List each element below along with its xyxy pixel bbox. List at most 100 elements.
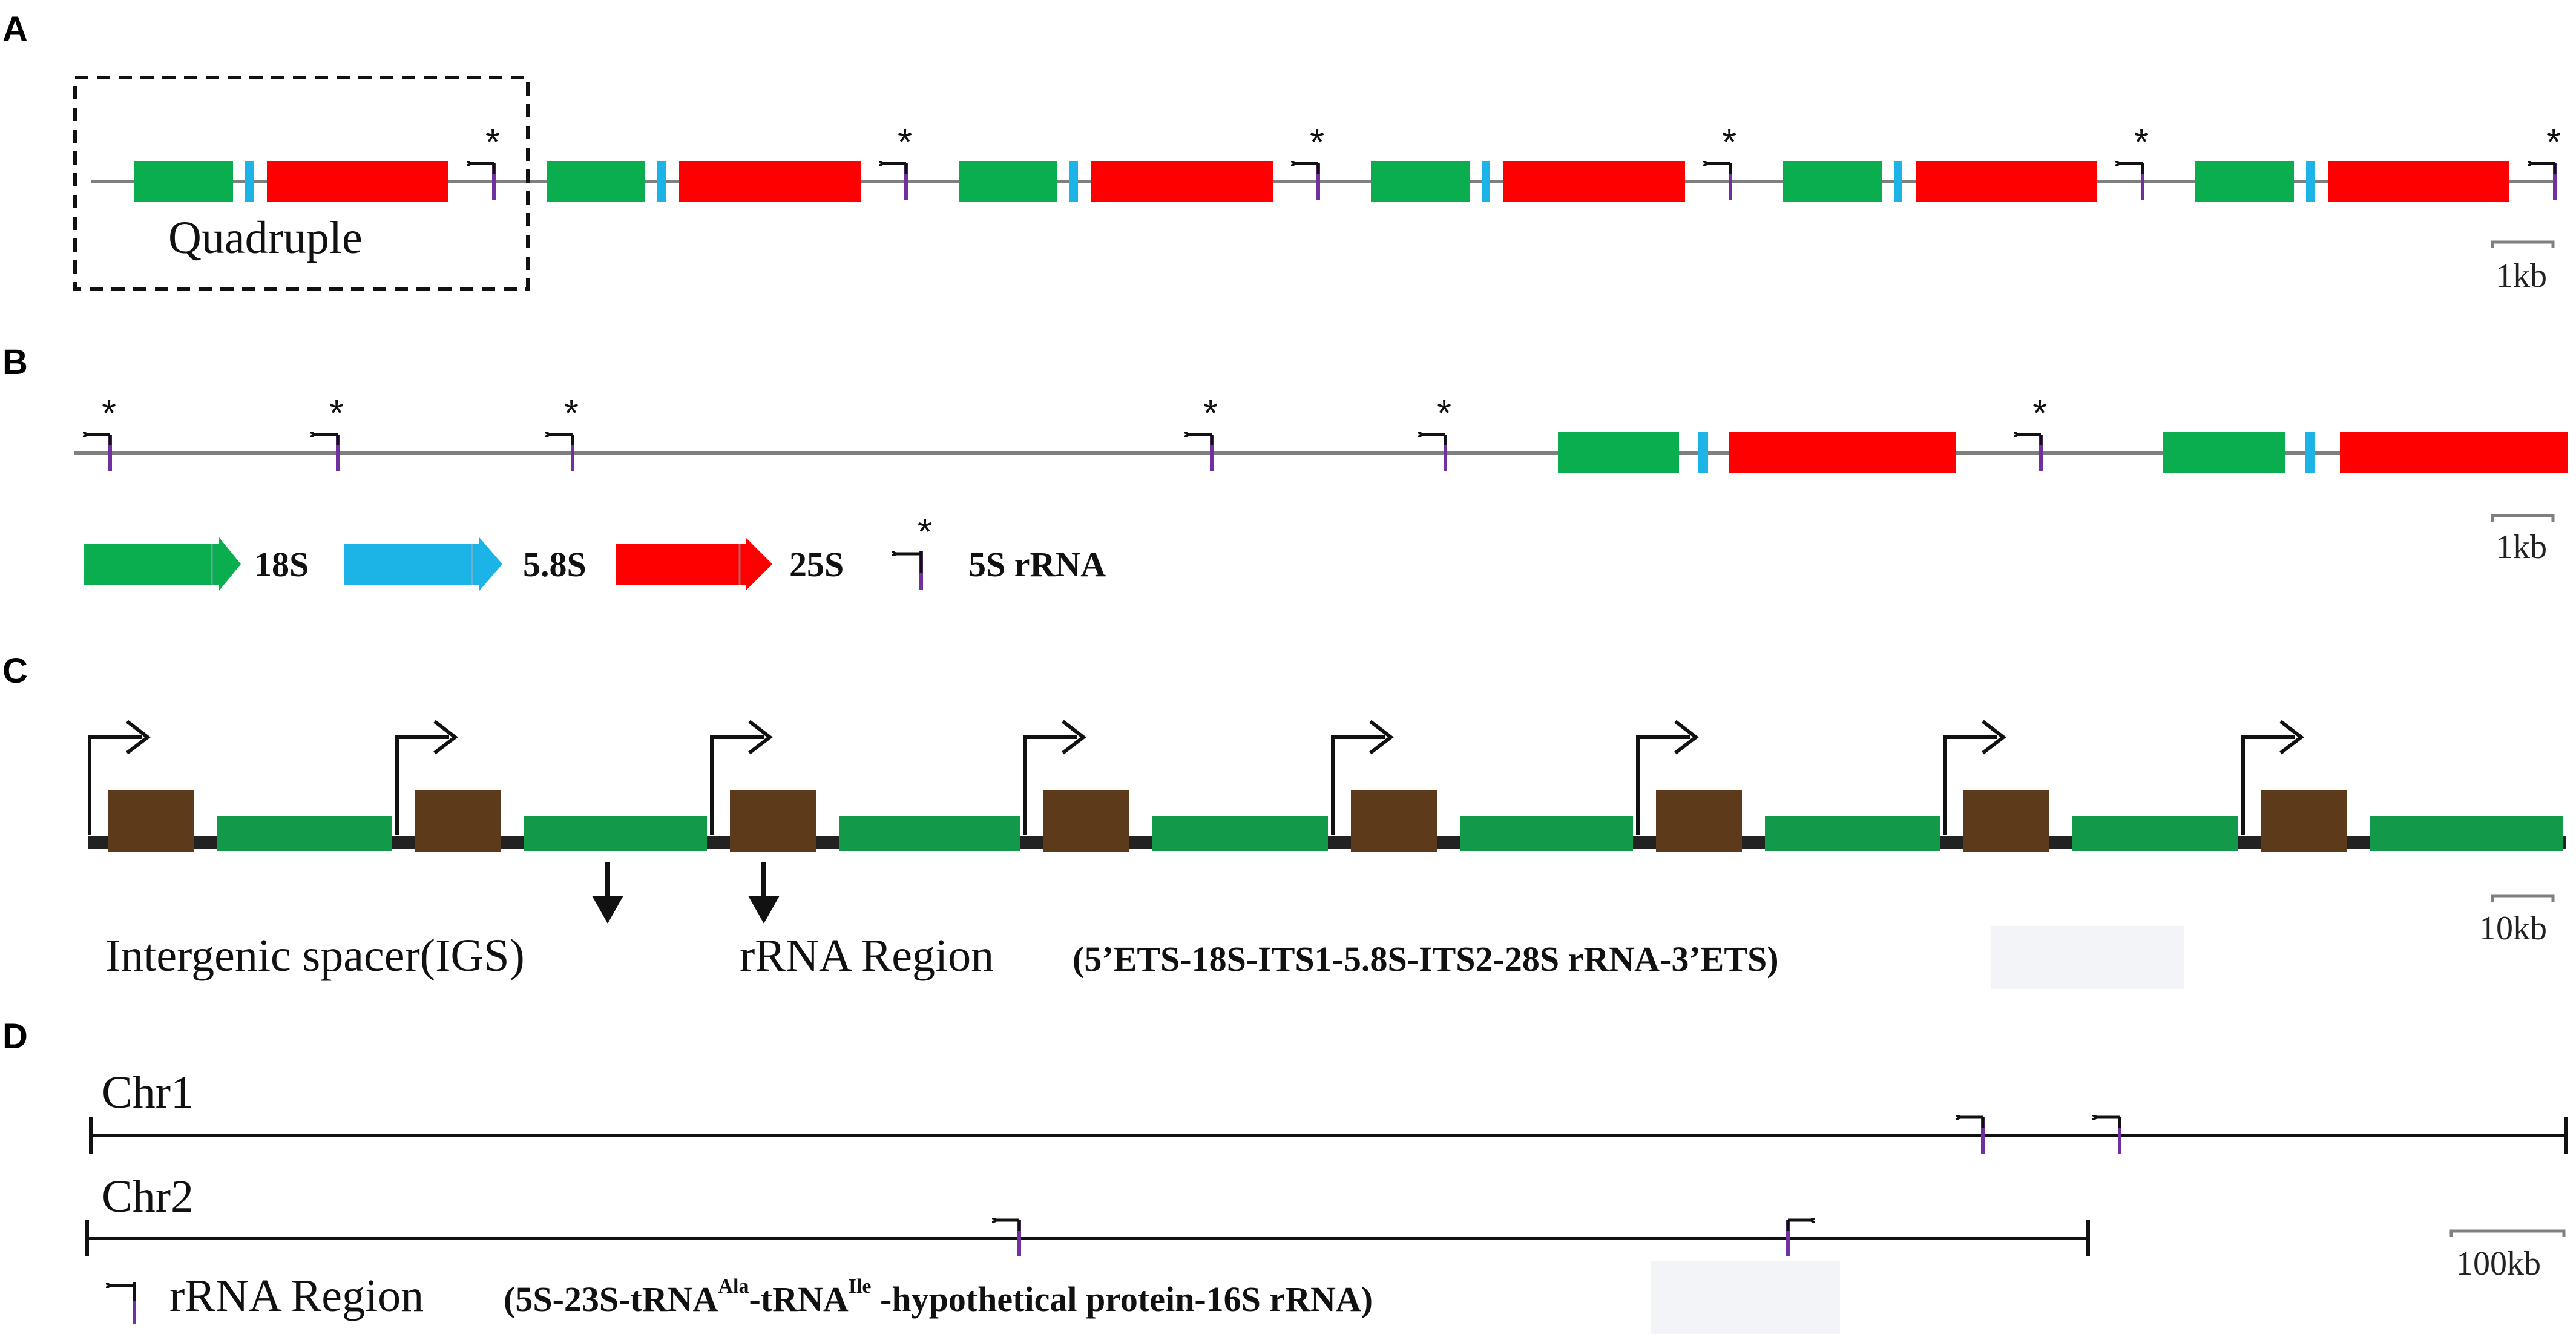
panel-c-unit — [2241, 720, 2563, 852]
panel-a-58s-block — [1070, 161, 1078, 202]
panel-letter-b: B — [2, 343, 28, 382]
panel-c-unit — [88, 720, 392, 852]
panel-a-18s-block — [2195, 161, 2294, 202]
igs-label: Intergenic spacer(IGS) — [105, 930, 525, 981]
panel-b-5s-gene-star: * — [564, 393, 579, 435]
panel-a-18s-block — [134, 161, 233, 202]
panel-c-green-segment — [2370, 816, 2563, 851]
panel-c-promoter-block — [1963, 790, 2049, 852]
panel-c-unit — [395, 720, 707, 852]
rrna-region-detail-c: (5’ETS-18S-ITS1-5.8S-ITS2-28S rRNA-3’ETS… — [1073, 939, 1779, 979]
panel-b-5s-gene: * — [315, 393, 344, 471]
panel-c-tss-arrow — [395, 735, 449, 835]
panel-b-5s-gene-star: * — [2032, 393, 2047, 435]
panel-d-scale-bar: 100kb — [2450, 1229, 2566, 1283]
chr1-line — [89, 1117, 2568, 1154]
panel-a-5s-gene: * — [883, 122, 912, 200]
panel-c-pointers — [592, 862, 780, 924]
legend-25s-label: 25S — [789, 545, 844, 584]
panel-a-25s-block — [679, 161, 861, 202]
panel-a-25s-block — [1503, 161, 1685, 202]
panel-b-58s-block — [1698, 432, 1708, 473]
panel-a-5s-gene: * — [2532, 122, 2561, 200]
panel-d-rrna-locus — [1786, 1220, 1811, 1256]
panel-a-5s-gene-star: * — [1722, 122, 1736, 163]
panel-c-promoter-block — [730, 790, 816, 852]
panel-b-5s-gene: * — [1189, 393, 1218, 471]
panel-b-5s-gene: * — [550, 393, 579, 471]
panel-c-repeat-units — [88, 720, 2563, 852]
legend-25s-arrow — [616, 537, 772, 591]
panel-a-25s-block — [1916, 161, 2097, 202]
rrna-d-part3: -hypothetical protein-16S rRNA) — [872, 1279, 1373, 1319]
scale-label-a: 1kb — [2496, 257, 2547, 295]
panel-a-18s-block — [1371, 161, 1470, 202]
panel-b-5s-gene: * — [2018, 393, 2047, 471]
panel-d-rrna-markers — [996, 1117, 2121, 1256]
panel-d-rrna-locus — [2097, 1117, 2121, 1154]
panel-a-18s-block — [959, 161, 1057, 202]
panel-c-tss-arrow — [1331, 735, 1385, 835]
panel-a-5s-gene-star: * — [2134, 122, 2149, 163]
panel-b-5s-gene: * — [1422, 393, 1451, 471]
chr1-label: Chr1 — [102, 1067, 194, 1118]
panel-b-5s-gene-star: * — [329, 393, 344, 435]
panel-c-green-segment — [1765, 816, 1940, 851]
panel-d-legend-symbol — [110, 1282, 136, 1324]
panel-d-rrna-locus — [1960, 1117, 1985, 1154]
scale-label-d: 100kb — [2456, 1245, 2541, 1283]
panel-a-58s-block — [2306, 161, 2315, 202]
panel-b-58s-block — [2305, 432, 2315, 473]
panel-b-5s-gene-star: * — [1203, 393, 1218, 435]
panel-a-18s-block — [547, 161, 645, 202]
panel-a-5s-gene-star: * — [898, 122, 912, 163]
panel-a-58s-block — [1894, 161, 1902, 202]
panel-c-tss-arrow — [88, 735, 142, 835]
rrna-d-sup-ile: Ile — [849, 1275, 872, 1298]
panel-c-tss-arrow — [1024, 735, 1077, 835]
panel-c-tss-arrow — [2241, 735, 2295, 835]
panel-a-5s-gene: * — [2120, 122, 2149, 200]
panel-b-25s-block — [1729, 432, 1956, 473]
panel-c-promoter-block — [108, 790, 194, 852]
panel-c-unit — [1024, 720, 1328, 852]
legend-5s-symbol: * — [896, 511, 932, 590]
panel-a-58s-block — [657, 161, 666, 202]
rrna-d-part1: (5S-23S-tRNA — [504, 1279, 718, 1319]
panel-a-58s-block — [1482, 161, 1490, 202]
panel-a-58s-block — [245, 161, 254, 202]
panel-a-repeat-units: * * * * * * — [134, 122, 2561, 202]
panel-c-green-segment — [524, 816, 707, 851]
panel-a-scale-bar: 1kb — [2491, 240, 2555, 295]
panel-c-tss-arrow — [710, 735, 764, 835]
quadruple-label: Quadruple — [168, 212, 363, 263]
panel-c-unit — [1944, 720, 2238, 852]
panel-c-unit — [710, 720, 1020, 852]
panel-a-18s-block — [1783, 161, 1882, 202]
panel-c-green-segment — [1152, 816, 1328, 851]
chr2-line — [85, 1220, 2090, 1256]
panel-c-label-highlight — [1991, 926, 2184, 989]
rrna-region-label-c: rRNA Region — [740, 930, 994, 981]
panel-a-5s-gene-star: * — [1310, 122, 1324, 163]
panel-c-promoter-block — [415, 790, 501, 852]
panel-b-5s-gene-star: * — [1437, 393, 1451, 435]
panel-c-scale-bar: 10kb — [2479, 894, 2555, 947]
panel-a-5s-gene: * — [1707, 122, 1736, 200]
legend-58s-arrow — [344, 537, 502, 591]
panel-c-unit — [1636, 720, 1940, 852]
panel-letter-c: C — [2, 651, 28, 691]
panel-c-green-segment — [1460, 816, 1633, 851]
panel-b-18s-block — [1558, 432, 1679, 473]
panel-a-5s-gene-star: * — [485, 122, 500, 163]
rrna-region-label-d: rRNA Region — [169, 1270, 424, 1321]
legend-18s-label: 18S — [254, 545, 309, 584]
panel-b-25s-block — [2340, 432, 2568, 473]
legend-18s-arrow — [84, 537, 241, 591]
panel-c-unit — [1331, 720, 1633, 852]
panel-b-scale-bar: 1kb — [2491, 514, 2555, 566]
panel-c-green-segment — [2072, 816, 2238, 851]
panel-a-25s-block — [267, 161, 448, 202]
panel-c-promoter-block — [1043, 790, 1129, 852]
